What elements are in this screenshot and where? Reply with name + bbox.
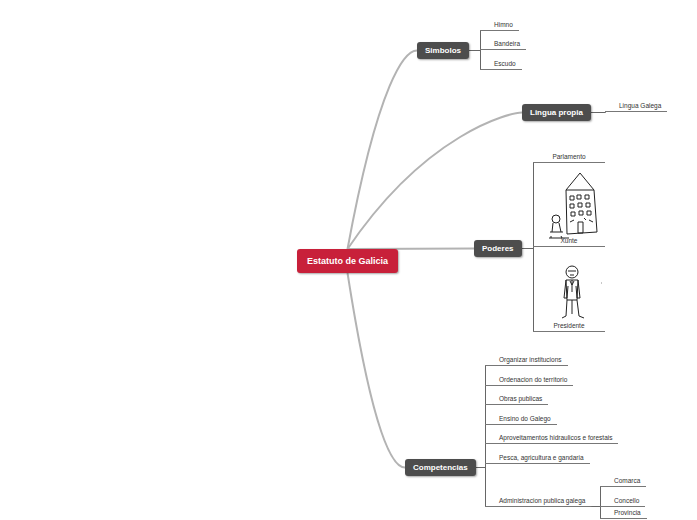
topic-text: Administracion publica galega [499,497,585,504]
topic-text: Poderes [482,244,514,253]
branch-curve [348,113,522,250]
topic-text: Pesca, agricultura e gandaria [499,454,584,461]
bracket-line [522,163,534,249]
subtopic: Pesca, agricultura e gandaria [485,454,590,464]
bracket-line [522,249,534,332]
branch-curve [348,273,405,468]
subtopic: Parlamento [533,153,605,163]
subtopic: Administracion publica galega [485,497,591,507]
subtopic: Escudo [480,60,522,70]
topic-text: Concello [614,497,639,504]
subtopic: Lingua Galega [605,102,667,112]
subtopic: Provincia [600,509,647,519]
topic-text: Lingua propia [530,108,583,117]
topic-text: Bandeira [494,40,520,47]
topic-text: Xunte [537,237,601,244]
subtopic: Concello [600,497,645,507]
bracket-line [476,464,486,468]
xunta-building-sketch [549,173,597,238]
president-figure-sketch [562,266,602,318]
topic-text: Ordenacion do territorio [499,376,567,383]
subtopic: Ordenacion do territorio [485,376,573,386]
bracket-line [469,31,480,51]
main-topic: Simbolos [417,42,469,59]
subtopic: Presidente [533,322,605,332]
main-topic: Lingua propia [522,104,591,121]
topic-text: Competencias [413,463,468,472]
topic-text: Organizar institucions [499,356,562,363]
topic-text: Presidente [537,322,601,329]
topic-text: Escudo [494,60,516,67]
topic-text: Estatuto de Galicia [307,256,388,266]
subtopic: Comarca [600,477,646,487]
topic-text: Obras publicas [499,395,542,402]
subtopic: Ensino do Galego [485,415,557,425]
topic-text: Aproveitamentos hidraulicos e forestais [499,434,612,441]
topic-text: Comarca [614,477,640,484]
central-topic: Estatuto de Galicia [297,249,398,273]
main-topic: Competencias [405,459,476,476]
topic-text: Simbolos [425,46,461,55]
subtopic: Obras publicas [485,395,548,405]
subtopic: Aproveitamentos hidraulicos e forestais [485,434,618,444]
branch-curve [348,50,417,249]
bracket-line [591,112,606,113]
topic-text: Himno [494,21,513,28]
bracket-line [469,51,480,70]
topic-text: Provincia [614,509,641,516]
subtopic: Bandeira [480,40,526,50]
subtopic: Xunte [533,237,605,247]
subtopic: Organizar institucions [485,356,568,366]
subtopic: Himno [480,21,519,31]
topic-text: Ensino do Galego [499,415,551,422]
topic-text: Lingua Galega [619,102,661,109]
topic-text: Parlamento [537,153,601,160]
main-topic: Poderes [474,240,522,257]
